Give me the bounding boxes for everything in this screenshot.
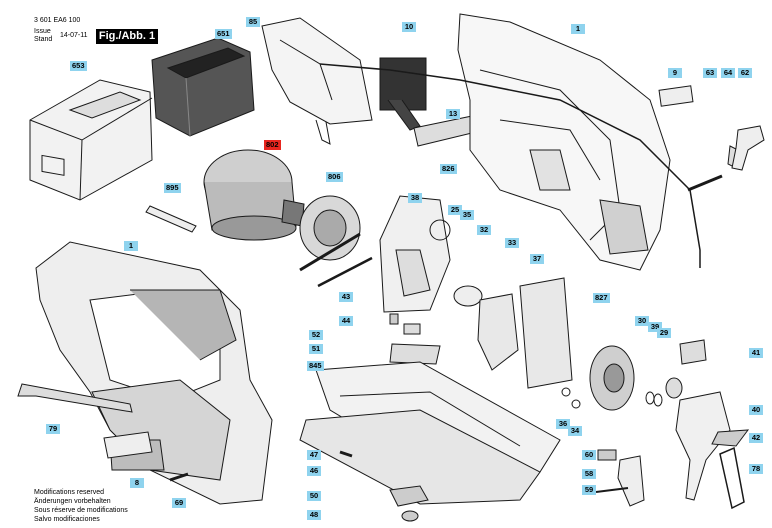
part-label: 845 xyxy=(307,361,324,371)
washer-32-drawing xyxy=(453,285,483,307)
part-label: 51 xyxy=(309,344,323,354)
part-label: 36 xyxy=(556,419,570,429)
part-label: 62 xyxy=(738,68,752,78)
part-label: 39 xyxy=(648,322,662,332)
part-label: 46 xyxy=(307,466,321,476)
housing-half-1-top-drawing xyxy=(457,13,671,271)
part-44-drawing xyxy=(389,313,399,325)
lever-62-drawing xyxy=(731,125,765,171)
housing-half-10-drawing xyxy=(261,17,427,145)
part-label: 42 xyxy=(749,433,763,443)
plate-37-drawing xyxy=(519,277,573,389)
part-label: 43 xyxy=(339,292,353,302)
jigsaw-body-drawing xyxy=(35,241,273,505)
part-label: 826 xyxy=(440,164,457,174)
shaft-43-drawing xyxy=(317,256,373,288)
footer-notes: Modifications reserved Änderungen vorbeh… xyxy=(34,488,128,524)
issue-label: Issue xyxy=(34,28,51,35)
part-50-drawing xyxy=(389,485,429,507)
screw-69-drawing xyxy=(169,472,189,482)
part-label: 58 xyxy=(582,469,596,479)
charger-drawing xyxy=(29,79,153,201)
doc-number: 3 601 EA6 100 xyxy=(34,17,81,24)
part-label: 34 xyxy=(568,426,582,436)
part-48-drawing xyxy=(401,510,419,522)
part-label: 9 xyxy=(668,68,682,78)
part-label: 38 xyxy=(408,193,422,203)
part-41-drawing xyxy=(679,339,707,365)
part-label: 32 xyxy=(477,225,491,235)
part-label: 1 xyxy=(124,241,138,251)
part-label: 50 xyxy=(307,491,321,501)
part-label: 48 xyxy=(307,510,321,520)
footer-note: Änderungen vorbehalten xyxy=(34,498,111,505)
stand-label: Stand xyxy=(34,36,53,43)
part-label: 8 xyxy=(130,478,144,488)
gear-housing-drawing xyxy=(379,195,451,313)
part-52-drawing xyxy=(403,323,421,335)
part-label: 78 xyxy=(749,464,763,474)
part-label: 79 xyxy=(46,424,60,434)
part-label: 52 xyxy=(309,330,323,340)
part-label: 60 xyxy=(582,450,596,460)
part-label: 33 xyxy=(505,238,519,248)
part-51-drawing xyxy=(389,343,441,365)
hex-key-79-drawing xyxy=(17,383,133,413)
grease-tube-drawing xyxy=(145,205,197,233)
part-label: 37 xyxy=(530,254,544,264)
label-plate-8-drawing xyxy=(103,431,153,459)
footer-note: Salvo modificaciones xyxy=(34,516,100,523)
part-label: 47 xyxy=(307,450,321,460)
battery-drawing xyxy=(151,37,255,137)
motor-drawing xyxy=(203,149,305,241)
part-label: 63 xyxy=(703,68,717,78)
part-label: 29 xyxy=(657,328,671,338)
part-33-drawing xyxy=(477,293,519,371)
figure-label: Fig./Abb. 1 xyxy=(96,29,158,44)
part-label: 44 xyxy=(339,316,353,326)
plate-9-drawing xyxy=(658,85,694,107)
lever-40-drawing xyxy=(675,391,731,501)
part-label: 30 xyxy=(635,316,649,326)
screw-47-drawing xyxy=(339,450,353,458)
part-label: 806 xyxy=(326,172,343,182)
pin-59-drawing xyxy=(595,487,629,493)
washer-34-drawing xyxy=(571,399,581,409)
part-label: 651 xyxy=(215,29,232,39)
pin-63-drawing xyxy=(687,174,723,192)
part-42-drawing xyxy=(711,429,750,447)
part-label: 40 xyxy=(749,405,763,415)
washer-30-drawing xyxy=(645,391,655,405)
footer-note: Modifications reserved xyxy=(34,489,105,496)
part-label: 69 xyxy=(172,498,186,508)
part-label-highlighted: 802 xyxy=(264,140,281,150)
gear-827-drawing xyxy=(589,345,635,411)
part-label: 25 xyxy=(448,205,462,215)
part-label: 85 xyxy=(246,17,260,27)
spring-78-drawing xyxy=(719,446,745,510)
part-label: 895 xyxy=(164,183,181,193)
part-58-drawing xyxy=(617,455,645,507)
base-plate-drawing xyxy=(299,361,561,505)
roller-29-drawing xyxy=(665,377,683,399)
gear-806-drawing xyxy=(299,195,361,272)
part-label: 827 xyxy=(593,293,610,303)
part-label: 59 xyxy=(582,485,596,495)
part-label: 41 xyxy=(749,348,763,358)
part-label: 64 xyxy=(721,68,735,78)
footer-note: Sous réserve de modifications xyxy=(34,507,128,514)
cable-drawing xyxy=(319,63,701,268)
part-label: 10 xyxy=(402,22,416,32)
washer-36-drawing xyxy=(561,387,571,397)
part-label: 13 xyxy=(446,109,460,119)
part-label: 653 xyxy=(70,61,87,71)
issue-date: 14-07-11 xyxy=(60,32,88,39)
washer-39-drawing xyxy=(653,393,663,407)
part-label: 35 xyxy=(460,210,474,220)
part-60-drawing xyxy=(597,449,617,461)
part-label: 1 xyxy=(571,24,585,34)
part-13-drawing xyxy=(413,115,477,147)
